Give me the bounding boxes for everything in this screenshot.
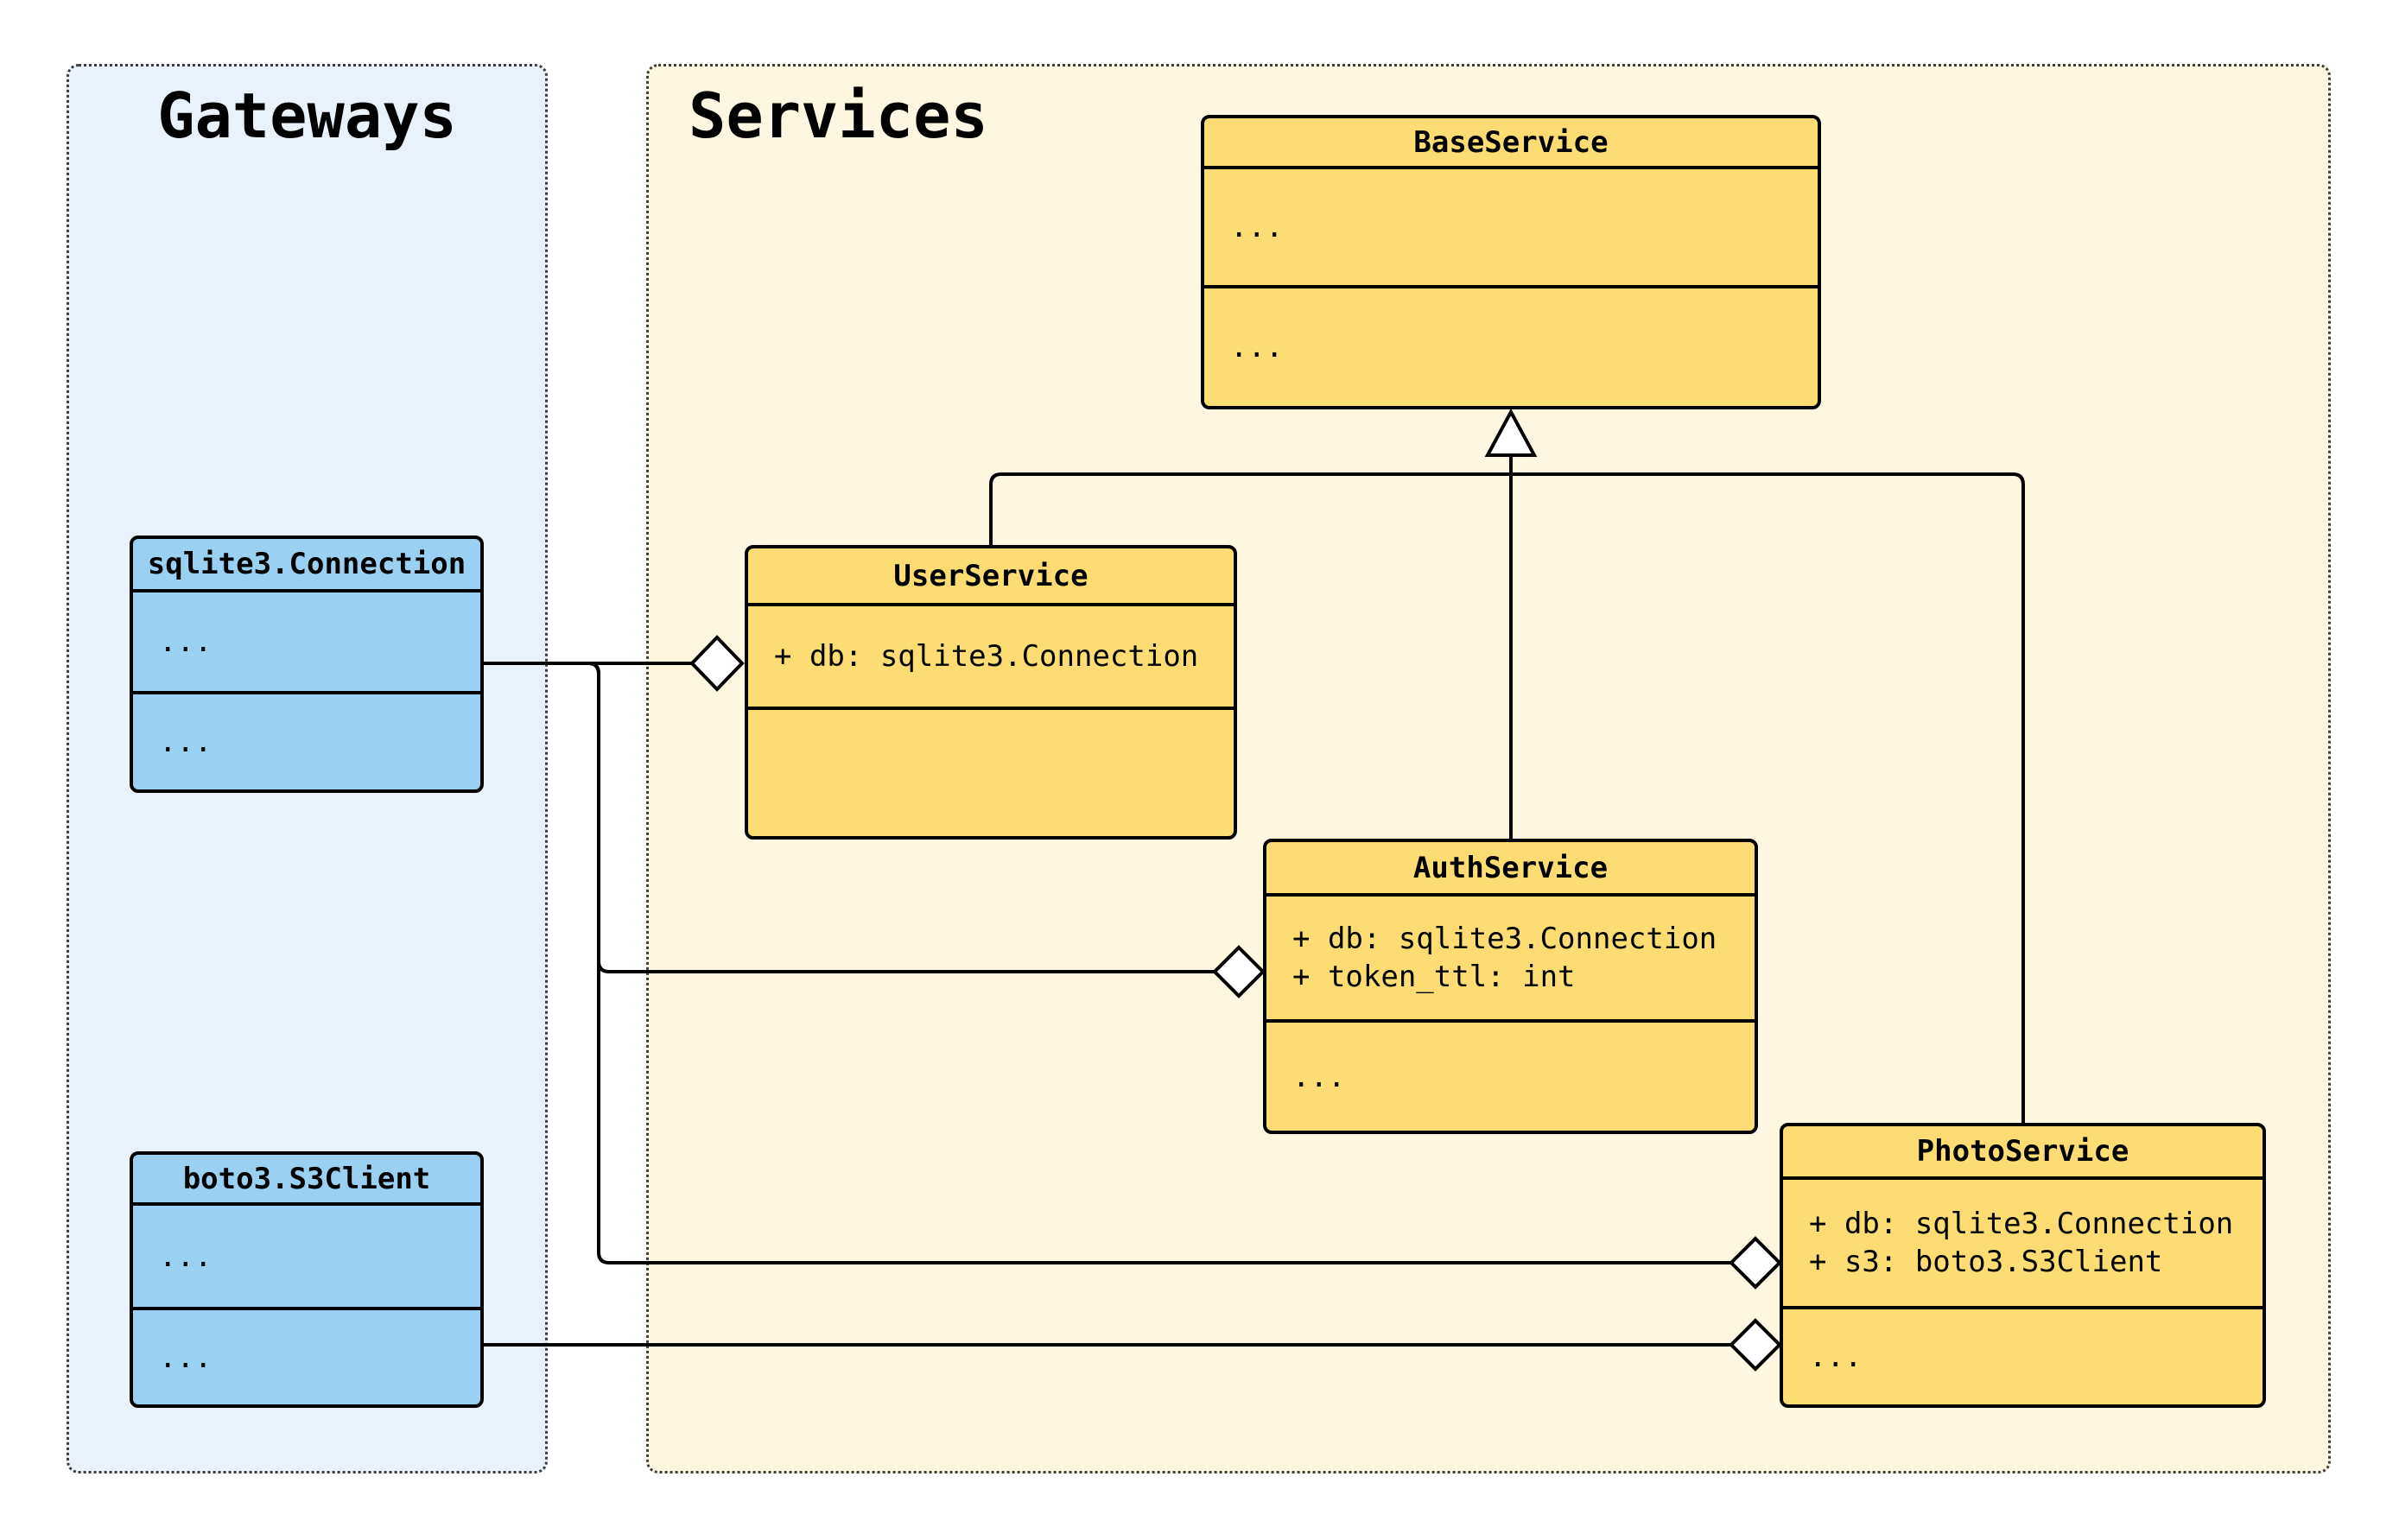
class-methods-compartment: ...	[1204, 285, 1818, 406]
class-method: ...	[1809, 1340, 1863, 1374]
class-box-authservice: AuthService + db: sqlite3.Connection + t…	[1263, 839, 1758, 1134]
class-attributes-compartment: ...	[133, 589, 480, 691]
class-method: ...	[159, 725, 213, 759]
class-box-baseservice: BaseService ... ...	[1201, 115, 1821, 409]
class-method: ...	[1292, 1059, 1346, 1094]
class-title: BaseService	[1413, 124, 1609, 160]
class-box-userservice: UserService + db: sqlite3.Connection	[745, 545, 1237, 840]
class-attributes-compartment: ...	[133, 1202, 480, 1307]
class-box-boto3-s3client: boto3.S3Client ... ...	[130, 1151, 484, 1408]
class-title: sqlite3.Connection	[147, 547, 466, 581]
class-methods-compartment: ...	[133, 1307, 480, 1404]
class-title: UserService	[893, 558, 1088, 593]
services-panel-title: Services	[689, 79, 988, 152]
class-attribute: + db: sqlite3.Connection	[774, 639, 1199, 674]
class-box-sqlite3-connection: sqlite3.Connection ... ...	[130, 536, 484, 793]
class-box-photoservice: PhotoService + db: sqlite3.Connection + …	[1780, 1123, 2266, 1408]
class-methods-compartment: ...	[133, 691, 480, 789]
class-methods-compartment: ...	[1783, 1306, 2263, 1404]
class-attribute: + db: sqlite3.Connection	[1292, 922, 1717, 956]
class-methods-compartment	[748, 707, 1234, 836]
class-attribute: + s3: boto3.S3Client	[1809, 1245, 2163, 1279]
class-attribute: + token_ttl: int	[1292, 960, 1576, 994]
class-methods-compartment: ...	[1266, 1019, 1755, 1131]
class-title: boto3.S3Client	[182, 1161, 431, 1196]
class-attributes-compartment: + db: sqlite3.Connection	[748, 603, 1234, 707]
gateways-panel-title: Gateways	[157, 79, 457, 152]
class-attributes-compartment: + db: sqlite3.Connection + s3: boto3.S3C…	[1783, 1176, 2263, 1306]
class-attribute: + db: sqlite3.Connection	[1809, 1207, 2234, 1241]
class-method: ...	[1230, 330, 1284, 364]
class-title: AuthService	[1412, 850, 1609, 885]
class-attribute: ...	[159, 1239, 213, 1274]
class-title: PhotoService	[1916, 1134, 2129, 1169]
class-attributes-compartment: ...	[1204, 166, 1818, 285]
class-attribute: ...	[159, 624, 213, 659]
class-attribute: ...	[1230, 210, 1284, 244]
class-method: ...	[159, 1340, 213, 1375]
class-attributes-compartment: + db: sqlite3.Connection + token_ttl: in…	[1266, 893, 1755, 1019]
